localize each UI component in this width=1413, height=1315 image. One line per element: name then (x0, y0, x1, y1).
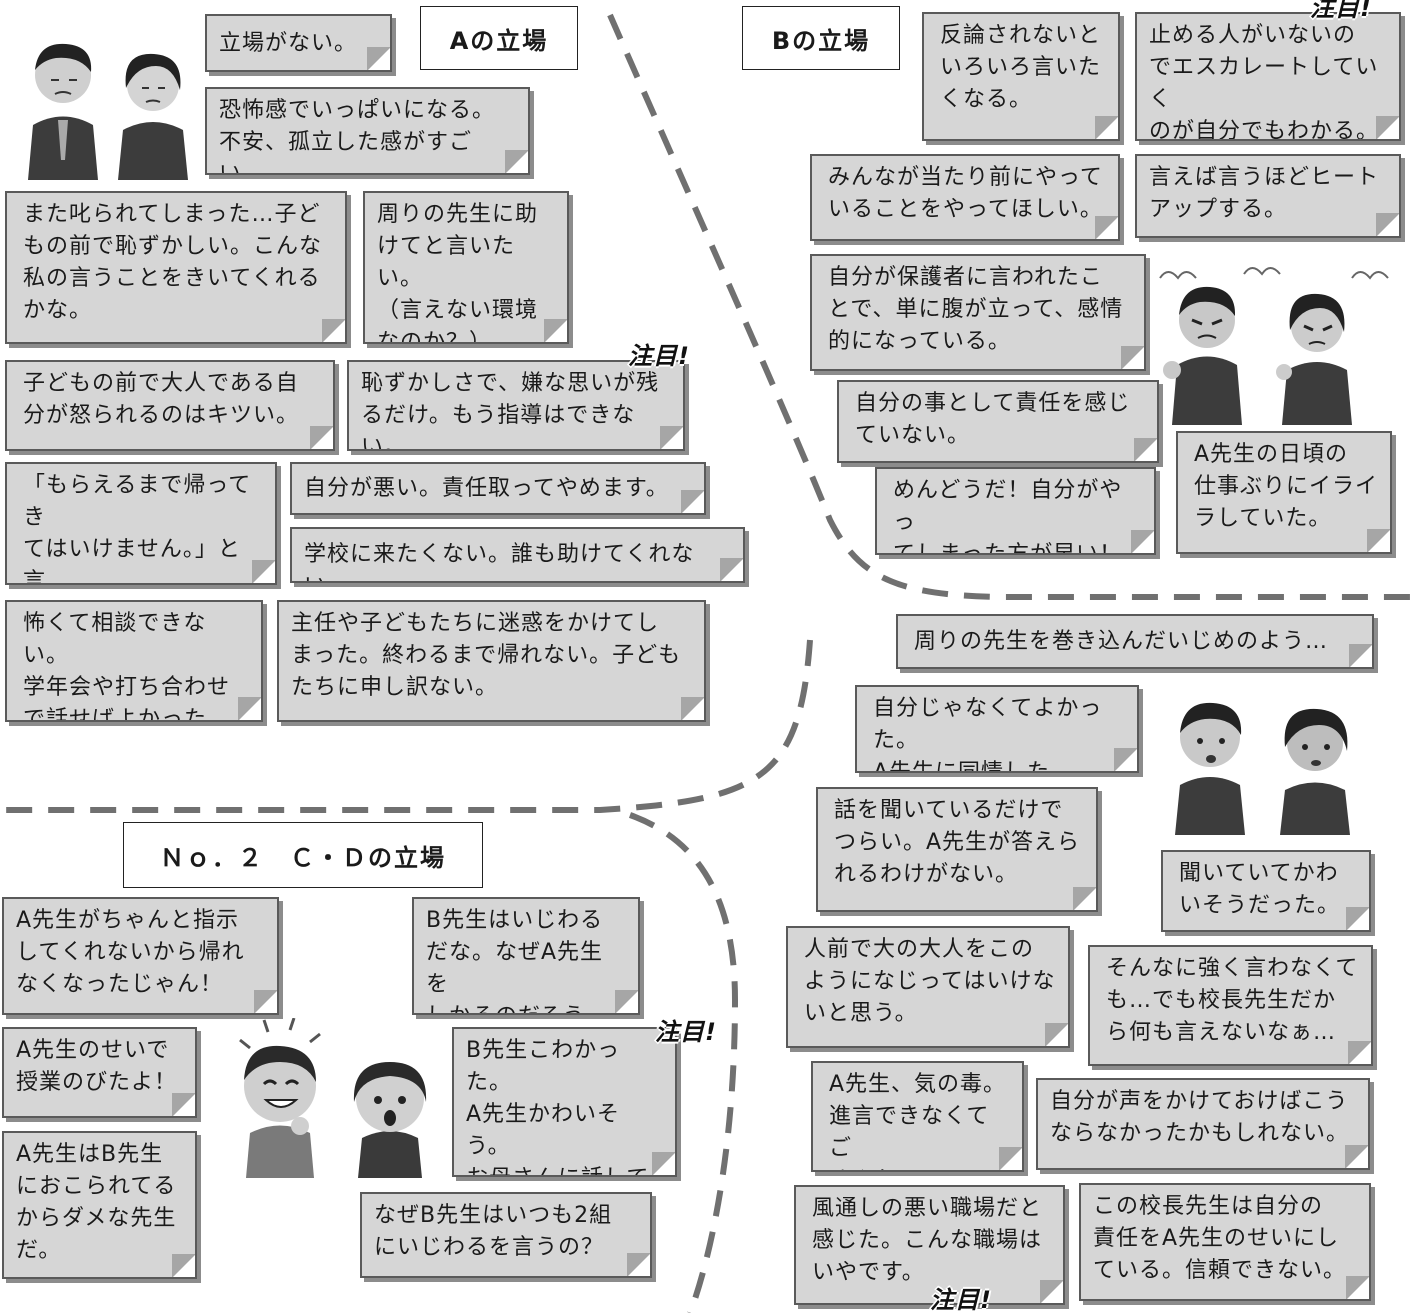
note-cd-2: B先生はいじわる だな。なぜA先生を しかるのだろう。 (412, 897, 640, 1015)
note-o-4: 聞いていてかわ いそうだった。 (1161, 850, 1371, 932)
note-cd-6: なぜB先生はいつも2組 にいじわるを言うの？ (360, 1192, 652, 1278)
note-cd-4: B先生こわかった。 A先生かわいそう。 お母さんに話して みよう。 (452, 1027, 677, 1177)
note-b-1: 反論されないと いろいろ言いた くなる。 (922, 12, 1120, 141)
note-a-5: 子どもの前で大人である自 分が怒られるのはキツい。 (5, 360, 335, 451)
note-a-3: また叱られてしまった…子ど もの前で恥ずかしい。こんな 私の言うことをきいてくれ… (5, 191, 347, 344)
note-a-8: 自分が悪い。責任取ってやめます。 (290, 462, 706, 515)
note-o-8: 自分が声をかけておけばこう ならなかったかもしれない。 (1036, 1078, 1370, 1170)
note-a-6: 恥ずかしさで、嫌な思いが残 るだけ。もう指導はできない。 (347, 360, 685, 451)
note-cd-5: A先生はB先生 におこられてる からダメな先生 だ。 (2, 1131, 197, 1279)
note-b-5: 自分が保護者に言われたこ とで、単に腹が立って、感情 的になっている。 (810, 254, 1146, 371)
badge-attention-cd: 注目! (655, 1018, 717, 1046)
note-o-6: そんなに強く言わなくて も…でも校長先生だか ら何も言えないなぁ… (1088, 945, 1373, 1066)
section-title-cd: Ｎｏ．２ Ｃ・Ｄの立場 (123, 822, 483, 888)
note-a-2: 恐怖感でいっぱいになる。 不安、孤立した感がすごい。 (205, 87, 530, 175)
note-b-3: みんなが当たり前にやって いることをやってほしい。 (810, 154, 1120, 241)
note-a-1: 立場がない。 (205, 14, 392, 72)
teachers-sympathetic-illustration (1175, 702, 1350, 835)
note-b-7: めんどうだ！自分がやっ てしまった方が早い！ (875, 467, 1156, 555)
note-o-5: 人前で大の大人をこの ようになじってはいけな いと思う。 (786, 926, 1070, 1048)
section-title-b: Bの立場 (742, 6, 900, 70)
note-cd-3: A先生のせいで 授業のびたよ！ (2, 1027, 197, 1118)
note-o-2: 自分じゃなくてよかった。 A先生に同情した。 (855, 685, 1139, 773)
note-o-9: 風通しの悪い職場だと 感じた。こんな職場は いやです。 (794, 1185, 1065, 1305)
badge-attention-others: 注目! (930, 1286, 992, 1314)
note-a-7: 「もらえるまで帰ってき てはいけません。」と言 われた時の絶望感。 (5, 462, 277, 585)
note-o-7: A先生、気の毒。 進言できなくてご めんね。 (811, 1061, 1024, 1172)
note-b-4: 言えば言うほどヒート アップする。 (1135, 154, 1401, 238)
section-title-a: Aの立場 (420, 6, 578, 70)
teachers-angry-illustration (1159, 267, 1389, 425)
note-b-2: 止める人がいないの でエスカレートしていく のが自分でもわかる。 (1135, 12, 1401, 141)
note-o-3: 話を聞いているだけで つらい。A先生が答えら れるわけがない。 (816, 787, 1098, 912)
note-cd-1: A先生がちゃんと指示 してくれないから帰れ なくなったじゃん！ (2, 897, 279, 1015)
note-b-8: A先生の日頃の 仕事ぶりにイライ ラしていた。 (1176, 431, 1392, 554)
note-a-9: 学校に来たくない。誰も助けてくれない。 (290, 527, 745, 583)
note-o-10: この校長先生は自分の 責任をA先生のせいにし ている。信頼できない。 (1079, 1183, 1371, 1301)
badge-attention-b: 注目! (1310, 0, 1372, 22)
badge-attention-a: 注目! (628, 342, 690, 370)
note-a-11: 主任や子どもたちに迷惑をかけてし まった。終わるまで帰れない。子ども たちに申し… (277, 600, 706, 722)
note-a-4: 周りの先生に助 けてと言いたい。 （言えない環境 なのか？） (363, 191, 569, 344)
teachers-worried-illustration (28, 43, 188, 180)
note-o-1: 周りの先生を巻き込んだいじめのよう… (896, 614, 1374, 669)
children-illustration (239, 1018, 427, 1178)
note-b-6: 自分の事として責任を感じ ていない。 (837, 380, 1159, 463)
note-a-10: 怖くて相談できない。 学年会や打ち合わせ で話せばよかった。 (5, 600, 263, 722)
